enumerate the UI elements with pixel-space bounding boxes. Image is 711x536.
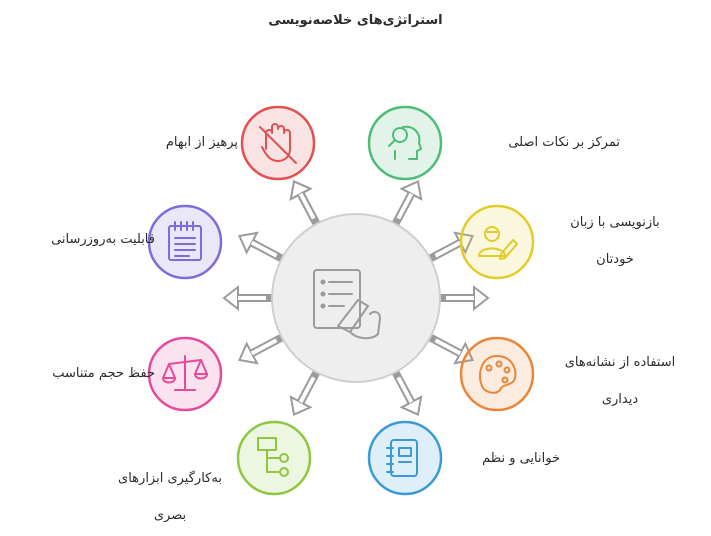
label-focus: تمرکز بر نکات اصلی [450, 124, 620, 161]
node-circle [367, 420, 443, 496]
arrow-inner [434, 338, 462, 356]
label-tools: به‌کارگیری ابزارهای بصری [95, 460, 245, 534]
label-visual: استفاده از نشانه‌های دیداری [545, 344, 695, 418]
arrow-head [289, 395, 313, 416]
arrow-inner [250, 338, 278, 356]
flowchart-icon [257, 437, 289, 477]
arrow-head [222, 284, 239, 312]
label-line: دیداری [601, 392, 639, 407]
notepad-icon [168, 221, 202, 261]
arrow-inner [434, 240, 462, 258]
arrow-head [473, 284, 490, 312]
label-line: استفاده از نشانه‌های [564, 355, 676, 370]
label-size: حفظ حجم متناسب [0, 355, 155, 392]
arrow-inner [250, 240, 278, 258]
node-circle [147, 204, 223, 280]
diagram-title: استراتژی‌های خلاصه‌نویسی [268, 13, 443, 28]
label-line: بصری [153, 508, 187, 523]
label-update: قابلیت به‌روزرسانی [0, 221, 155, 258]
node-readable [367, 420, 443, 496]
hand-stop-icon [259, 123, 297, 164]
node-circle [459, 336, 535, 412]
label-line: بازنویسی با زبان [570, 215, 660, 230]
label-avoid: پرهیز از ابهام [118, 124, 238, 161]
arrow-head [289, 180, 313, 201]
node-avoid [240, 105, 316, 181]
arrow-head [399, 395, 423, 416]
scale-icon [162, 355, 208, 391]
person-pencil-icon [478, 226, 518, 260]
arrow-head [399, 180, 423, 201]
label-line: حفظ حجم متناسب [52, 366, 155, 381]
node-visual [459, 336, 535, 412]
label-rewrite: بازنویسی با زبان خودتان [545, 204, 685, 278]
node-update [147, 204, 223, 280]
label-line: به‌کارگیری ابزارهای [118, 471, 222, 486]
notebook-icon [386, 439, 418, 477]
node-circle [240, 105, 316, 181]
document-writing-icon [313, 269, 381, 340]
node-rewrite [459, 204, 535, 280]
palette-icon [479, 355, 517, 394]
arrow-inner [396, 192, 414, 220]
label-line: پرهیز از ابهام [165, 135, 238, 150]
arrow-head [238, 231, 259, 255]
arrow-inner [298, 192, 316, 220]
label-line: خوانایی و نظم [482, 451, 560, 466]
arrow-head [238, 341, 259, 365]
label-line: قابلیت به‌روزرسانی [51, 232, 155, 247]
node-size [147, 336, 223, 412]
node-circle [459, 204, 535, 280]
node-circle [367, 105, 443, 181]
label-readable: خوانایی و نظم [450, 440, 560, 477]
head-search-icon [388, 125, 422, 160]
node-focus [367, 105, 443, 181]
label-line: خودتان [596, 252, 634, 267]
center-hub [271, 213, 441, 383]
arrow-inner [298, 376, 316, 404]
arrow-inner [396, 376, 414, 404]
label-line: تمرکز بر نکات اصلی [508, 135, 620, 150]
node-tools [236, 420, 312, 496]
